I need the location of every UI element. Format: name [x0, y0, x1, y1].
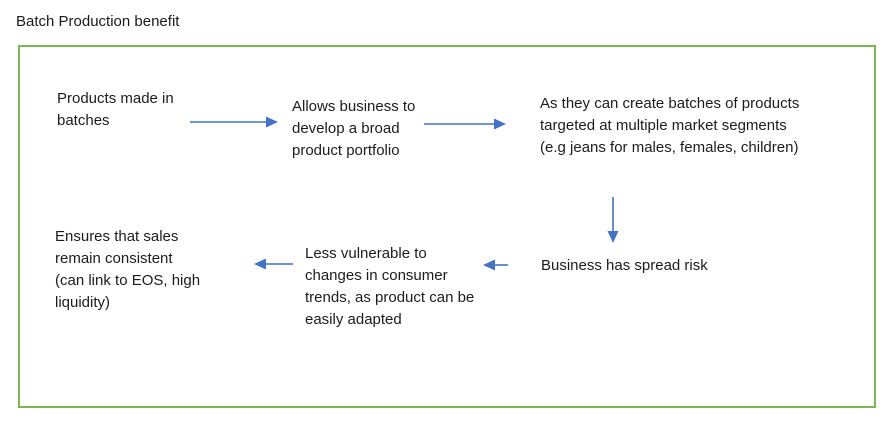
node-consistent-sales: Ensures that sales remain consistent (ca… — [55, 228, 201, 311]
diagram-title: Batch Production benefit — [16, 13, 180, 30]
node-business-spread-risk: Business has spread risk — [541, 257, 708, 274]
diagram-frame — [18, 45, 876, 408]
node-less-vulnerable-to-trends: Less vulnerable to changes in consumer t… — [305, 245, 475, 328]
node-multiple-market-segments: As they can create batches of products t… — [540, 95, 800, 156]
node-products-made-in-batches: Products made in batches — [57, 90, 174, 129]
node-broad-product-portfolio: Allows business to develop a broad produ… — [292, 98, 416, 159]
